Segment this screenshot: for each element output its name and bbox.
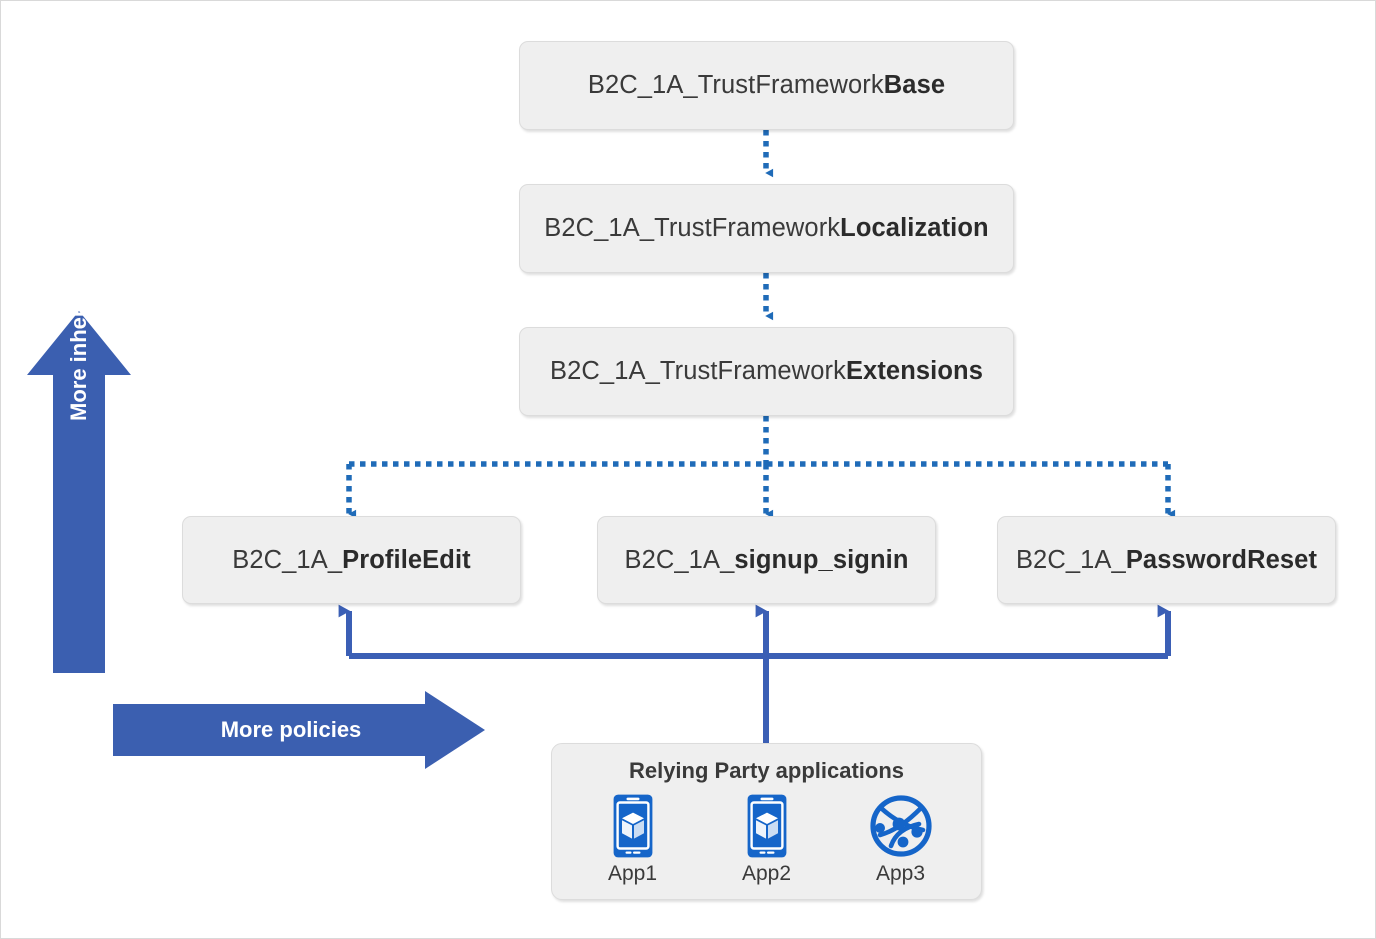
policy-label-prefix: B2C_1A_TrustFramework — [587, 71, 884, 99]
more-policies-arrow — [113, 691, 485, 769]
policy-label-prefix: B2C_1A_ — [1015, 545, 1126, 574]
relying-party-app-list: App1 — [552, 792, 981, 886]
app-item-3[interactable]: App3 — [859, 792, 943, 886]
policy-label-prefix: B2C_1A_ — [232, 545, 343, 574]
web-globe-icon — [869, 792, 933, 860]
policy-box-signup-signin[interactable]: B2C_1A_signup_signin — [597, 516, 936, 604]
more-inheritance-levels-arrow — [27, 311, 131, 673]
policy-label-prefix: B2C_1A_TrustFramework — [544, 214, 841, 242]
relying-party-applications-panel: Relying Party applications — [551, 743, 982, 900]
policy-label-prefix: B2C_1A_ — [624, 545, 735, 574]
policy-label-suffix: Localization — [840, 214, 989, 242]
policy-label-suffix: PasswordReset — [1125, 545, 1318, 574]
policy-label-suffix: Extensions — [845, 357, 983, 385]
app-label: App1 — [607, 862, 658, 885]
app-item-1[interactable]: App1 — [591, 792, 675, 886]
policy-label-suffix: ProfileEdit — [342, 545, 471, 574]
mobile-app-icon — [612, 792, 654, 860]
policy-box-profileedit[interactable]: B2C_1A_ProfileEdit — [182, 516, 521, 604]
mobile-app-icon — [746, 792, 788, 860]
policy-box-passwordreset[interactable]: B2C_1A_PasswordReset — [997, 516, 1336, 604]
more-inheritance-levels-label: More inheritance levels — [66, 177, 91, 421]
app-item-2[interactable]: App2 — [725, 792, 809, 886]
more-policies-label: More policies — [220, 717, 362, 742]
relying-party-title: Relying Party applications — [628, 758, 905, 783]
policy-label-suffix: signup_signin — [734, 545, 909, 574]
app-label: App3 — [875, 862, 926, 885]
policy-label-prefix: B2C_1A_TrustFramework — [550, 357, 846, 385]
app-label: App2 — [741, 862, 792, 885]
policy-label-suffix: Base — [883, 71, 946, 99]
